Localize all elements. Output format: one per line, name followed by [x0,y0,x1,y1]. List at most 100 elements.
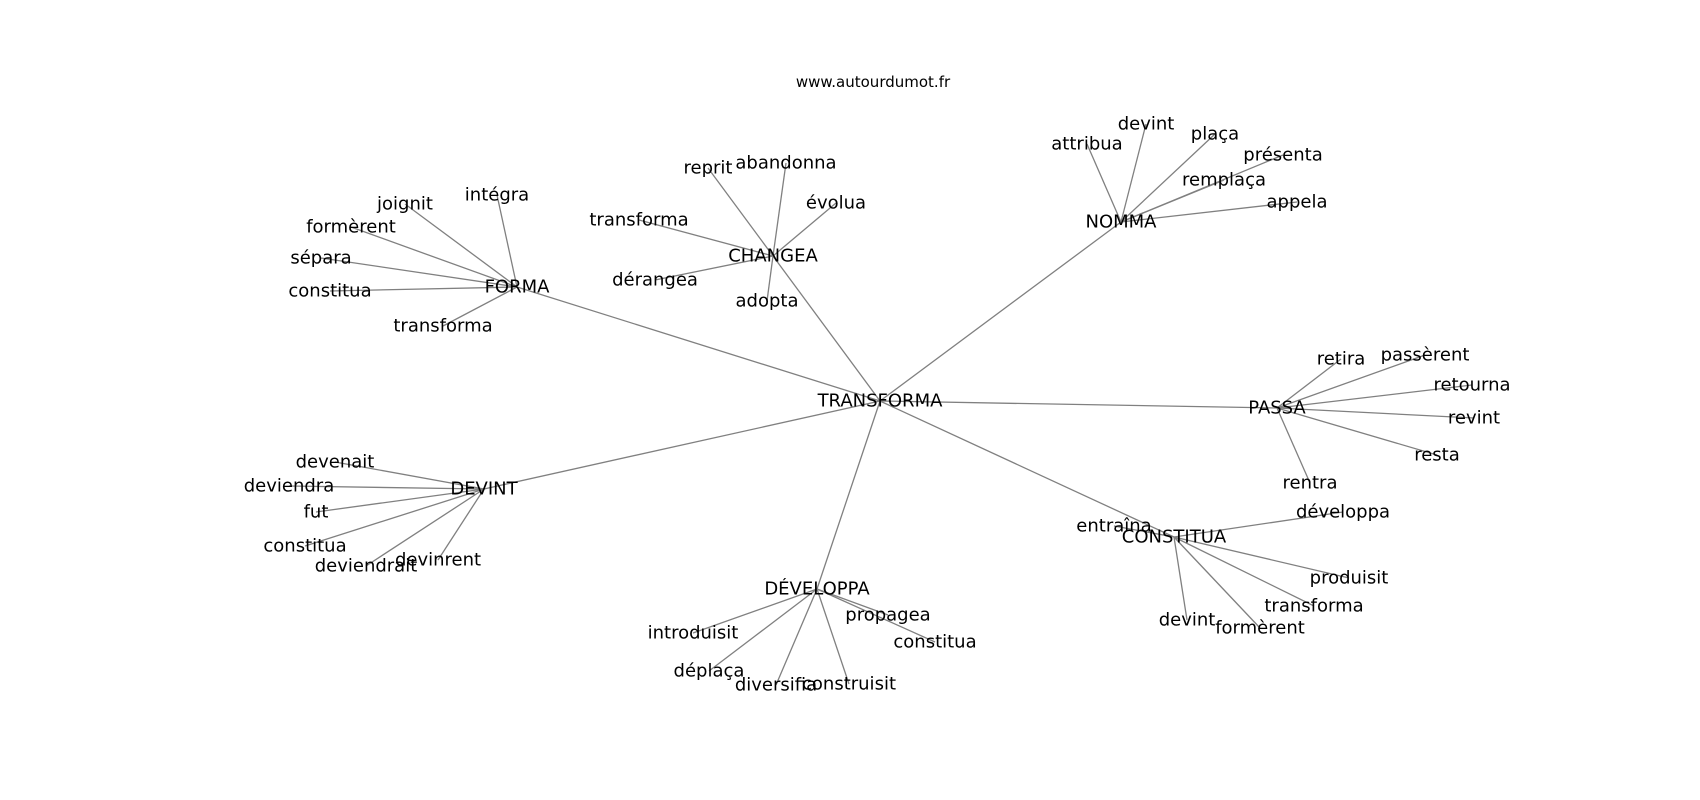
hub-node-devint: DEVINT [450,479,518,500]
node-developpa-introduisit: introduisit [648,623,739,644]
node-nomma-remplaca: remplaça [1182,170,1266,191]
node-passa-resta: resta [1414,445,1460,466]
node-developpa-construisit: construisit [802,674,896,695]
graph-edges [288,123,1475,686]
edge-developpa-construisit [816,588,850,685]
edge-developpa-constitua [816,588,936,643]
node-forma-transforma: transforma [393,316,492,337]
node-developpa-deplaca: déplaça [674,661,745,682]
edge-changea-adopta [766,255,774,302]
edge-developpa-deplaca [708,588,818,672]
edge-devint-deviendrait [365,488,485,567]
edge-forma-integra [496,194,518,288]
edge-center-devint [483,400,881,490]
edge-devint-constitua [304,488,485,547]
edge-center-developpa [816,400,881,590]
edge-constitua-devint [1173,536,1188,621]
node-changea-evolua: évolua [806,193,866,214]
edge-passa-resta [1276,407,1438,456]
node-forma-integra: intégra [465,185,529,206]
hub-node-changea: CHANGEA [728,246,818,267]
node-passa-retourna: retourna [1433,375,1510,396]
node-nomma-placa: plaça [1191,124,1239,145]
edge-changea-reprit [707,167,774,257]
edge-nomma-remplaca [1120,179,1225,223]
edge-forma-joignit [404,203,518,288]
node-devint-deviendrait: deviendrait [315,556,418,577]
node-devint-fut: fut [304,502,329,523]
center-node: TRANSFORMA [817,391,944,412]
node-devint-deviendra: deviendra [244,476,335,497]
edge-passa-rentra [1276,407,1311,484]
node-passa-rentra: rentra [1283,473,1338,494]
edge-changea-transforma [638,219,774,257]
hub-node-developpa: DÉVELOPPA [764,578,870,600]
node-forma-separa: sépara [290,248,351,269]
edge-passa-retourna [1276,384,1473,409]
hub-node-forma: FORMA [485,277,551,298]
node-forma-joignit: joignit [376,194,433,215]
edge-passa-passerent [1276,354,1426,409]
edge-center-changea [772,255,881,402]
edge-nomma-devint [1120,123,1147,223]
node-constitua-produisit: produisit [1310,568,1389,589]
edge-forma-constitua [329,286,518,292]
edge-nomma-placa [1120,133,1216,223]
node-changea-reprit: reprit [684,158,733,179]
edge-constitua-formerent [1173,536,1261,629]
edge-constitua-entraina [1113,525,1175,538]
hub-node-passa: PASSA [1248,398,1306,419]
edge-forma-formerent [350,226,518,288]
node-constitua-transforma: transforma [1264,596,1363,617]
edge-devint-devinrent [437,488,485,561]
node-devint-constitua: constitua [263,536,346,557]
edge-constitua-transforma [1173,536,1315,607]
edge-center-constitua [879,400,1175,538]
edge-changea-derangea [654,255,774,281]
edge-constitua-developpa [1173,511,1344,538]
edge-changea-evolua [772,202,837,257]
edge-devint-devenait [334,461,485,490]
node-forma-formerent: formèrent [306,217,396,238]
node-nomma-appela: appela [1267,192,1328,213]
node-changea-derangea: dérangea [612,270,698,291]
node-passa-revint: revint [1448,408,1500,429]
node-nomma-attribua: attribua [1051,134,1122,155]
node-nomma-devint: devint [1118,114,1175,135]
source-url: www.autourdumot.fr [796,73,951,91]
node-constitua-developpa: développa [1296,502,1390,523]
edge-constitua-produisit [1173,536,1350,579]
edge-nomma-appela [1120,201,1298,223]
edge-forma-transforma [442,286,518,327]
edge-center-nomma [879,221,1122,402]
node-constitua-devint: devint [1159,610,1216,631]
edge-developpa-introduisit [692,588,818,634]
node-forma-constitua: constitua [288,281,371,302]
edge-devint-deviendra [288,485,485,490]
edge-passa-retira [1276,358,1342,409]
node-devint-devinrent: devinrent [395,550,481,571]
node-developpa-propagea: propagea [845,605,930,626]
node-changea-abandonna: abandonna [735,153,836,174]
edge-nomma-attribua [1086,143,1122,223]
node-devint-devenait: devenait [296,452,375,473]
edge-developpa-diversifia [775,588,818,686]
edge-passa-revint [1276,407,1475,419]
edge-center-passa [879,400,1278,409]
graph-labels: www.autourdumot.fr intégrajoignitformère… [244,73,1511,696]
edge-center-forma [516,286,881,402]
edge-forma-separa [320,257,518,288]
edge-changea-abandonna [772,162,787,257]
node-changea-adopta: adopta [736,291,799,312]
edge-developpa-propagea [816,588,889,616]
node-developpa-diversifia: diversifia [735,675,817,696]
node-changea-transforma: transforma [589,210,688,231]
edge-devint-fut [315,488,485,513]
hub-node-nomma: NOMMA [1085,212,1157,233]
node-nomma-presenta: présenta [1243,145,1322,166]
node-constitua-entraina: entraîna [1076,516,1151,537]
node-constitua-formerent: formèrent [1215,618,1305,639]
hub-node-constitua: CONSTITUA [1122,527,1227,548]
node-developpa-constitua: constitua [893,632,976,653]
